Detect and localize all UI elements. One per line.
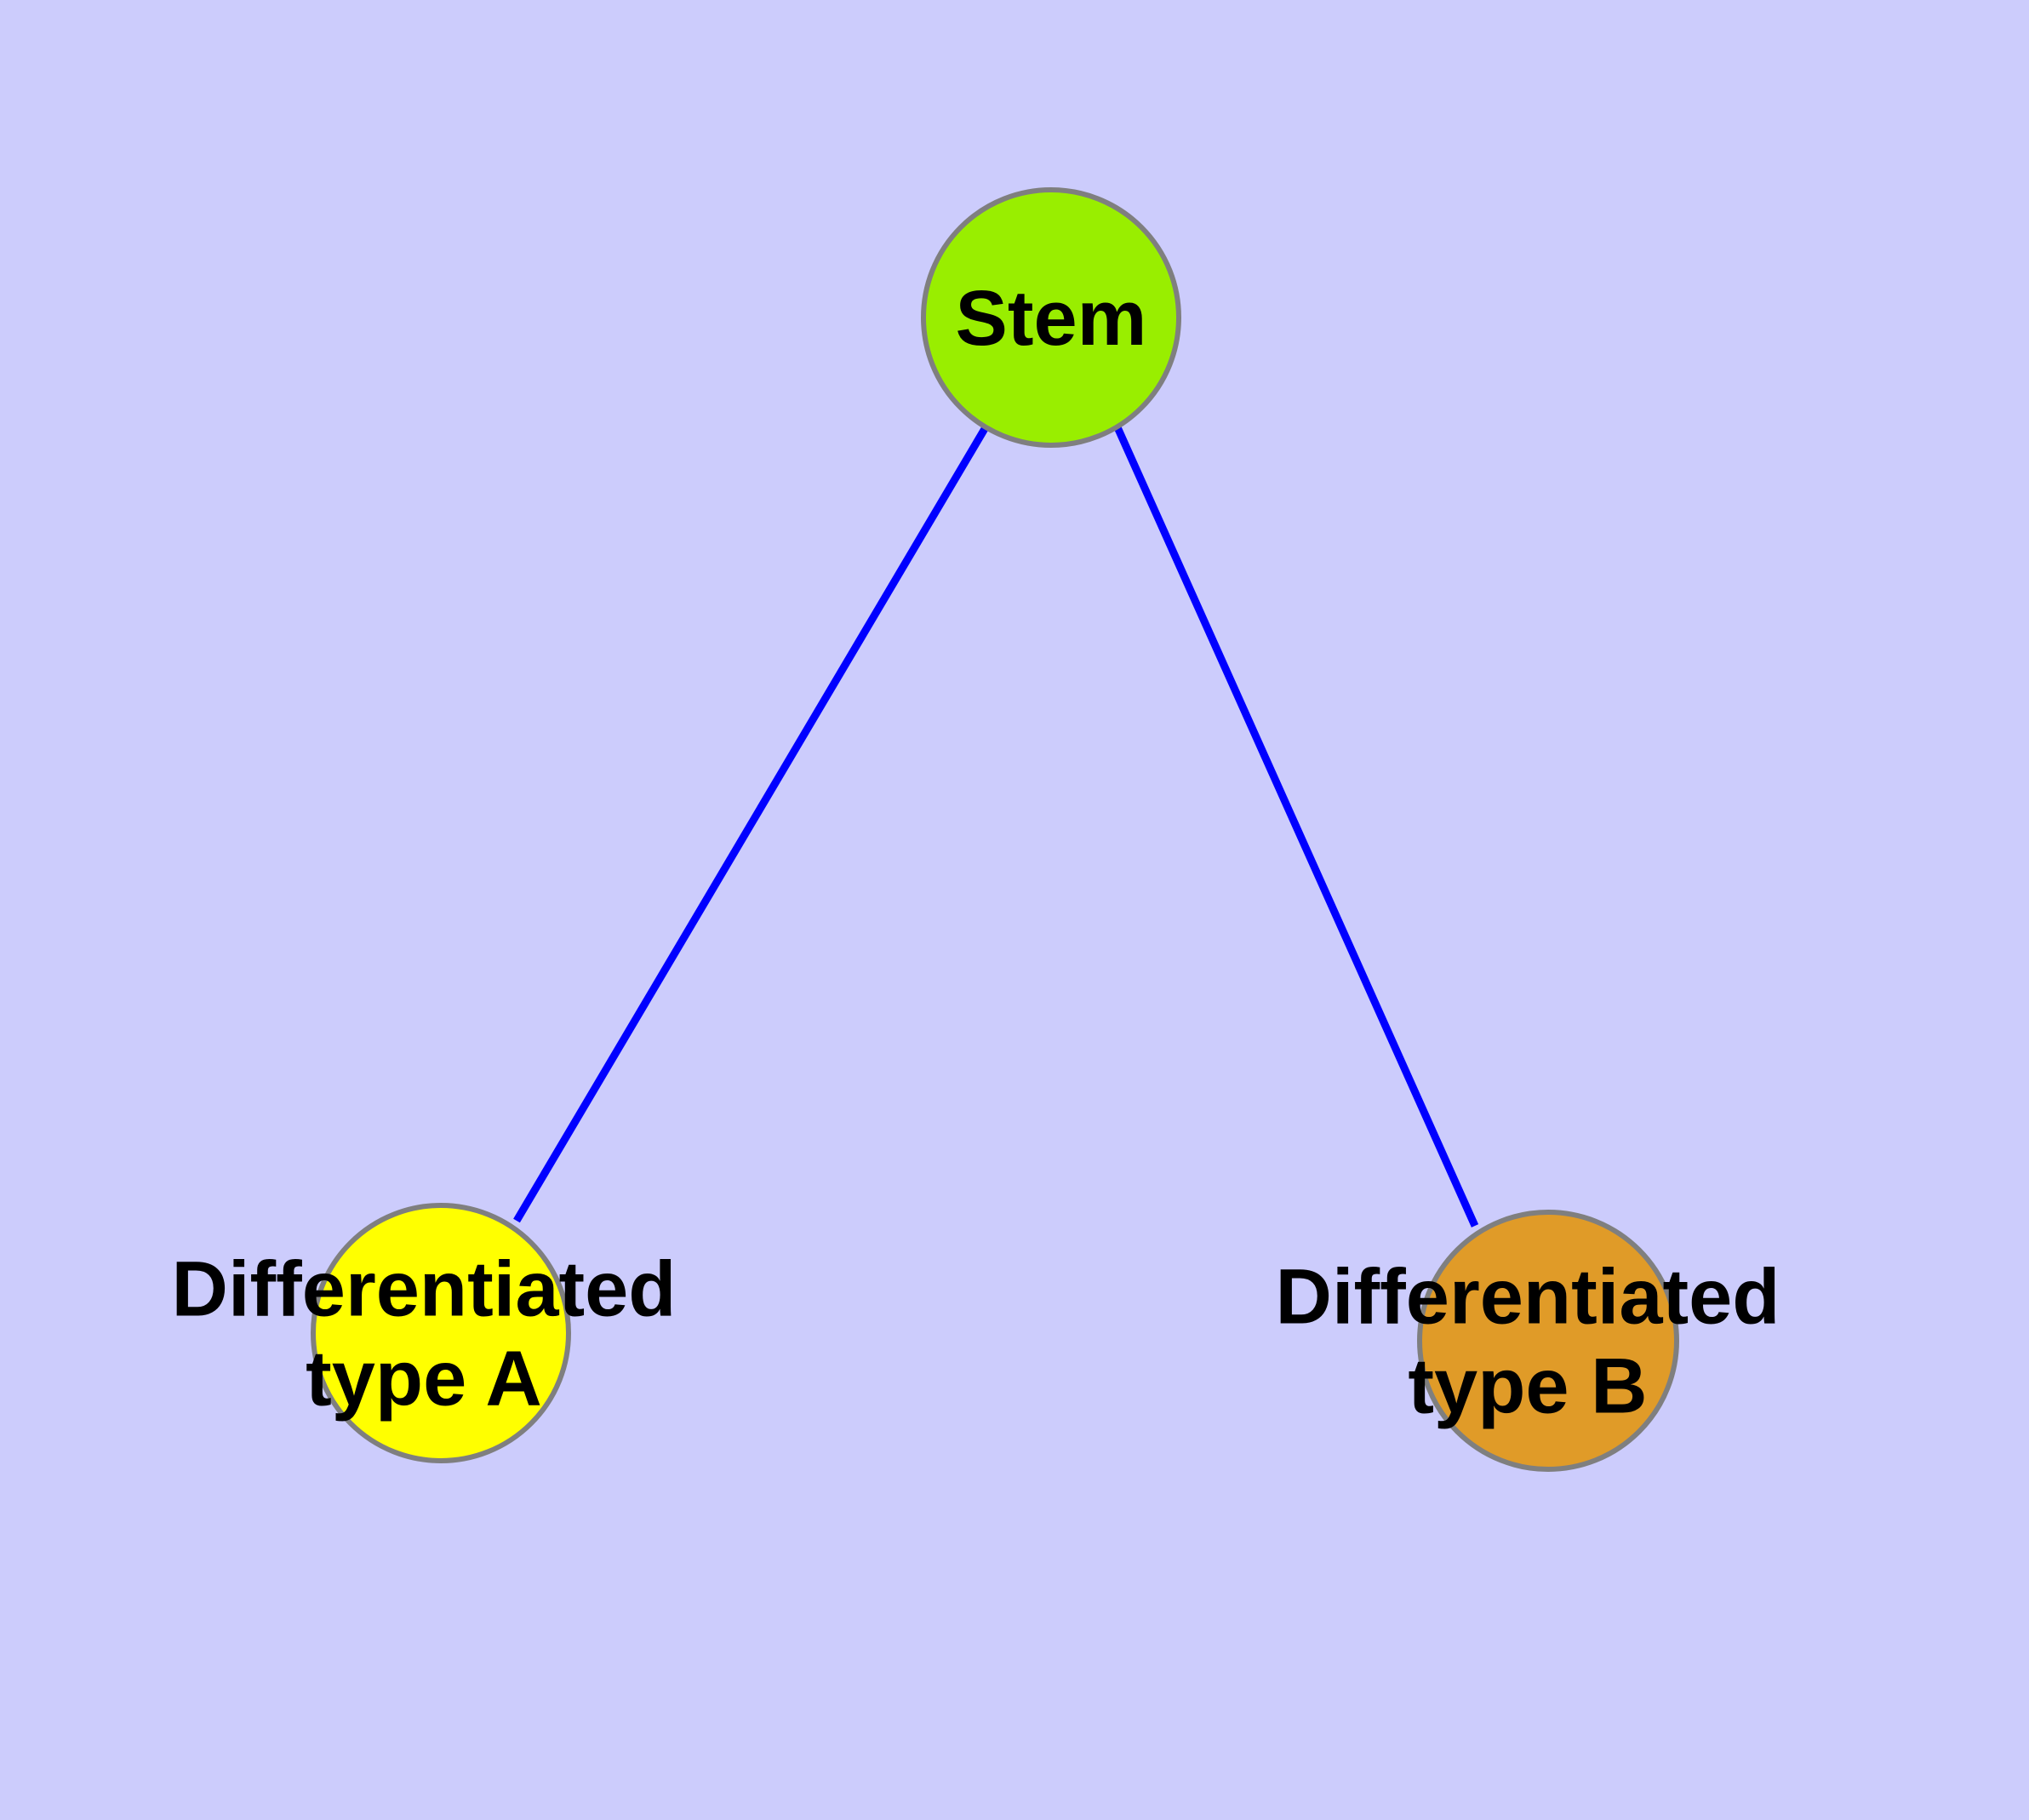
node-label-line: type B: [1408, 1343, 1647, 1430]
edge-stem-to-differentiated-type-b[interactable]: [1113, 426, 1479, 1228]
node-label-line: Stem: [956, 275, 1147, 362]
node-label-line: type A: [306, 1336, 542, 1422]
node-stem[interactable]: Stem: [921, 187, 1181, 448]
stem-node-label: Stem: [956, 275, 1147, 362]
stem-node-circle[interactable]: [921, 187, 1181, 448]
node-label-line: Differentiated: [1276, 1254, 1780, 1341]
node-label-line: Differentiated: [172, 1246, 677, 1333]
differentiated-type-a-node-circle[interactable]: [311, 1203, 571, 1463]
differentiated-type-b-node-circle[interactable]: [1417, 1210, 1679, 1472]
edge-layer: [513, 425, 1479, 1228]
edge-stem-to-differentiated-type-a[interactable]: [513, 425, 989, 1223]
